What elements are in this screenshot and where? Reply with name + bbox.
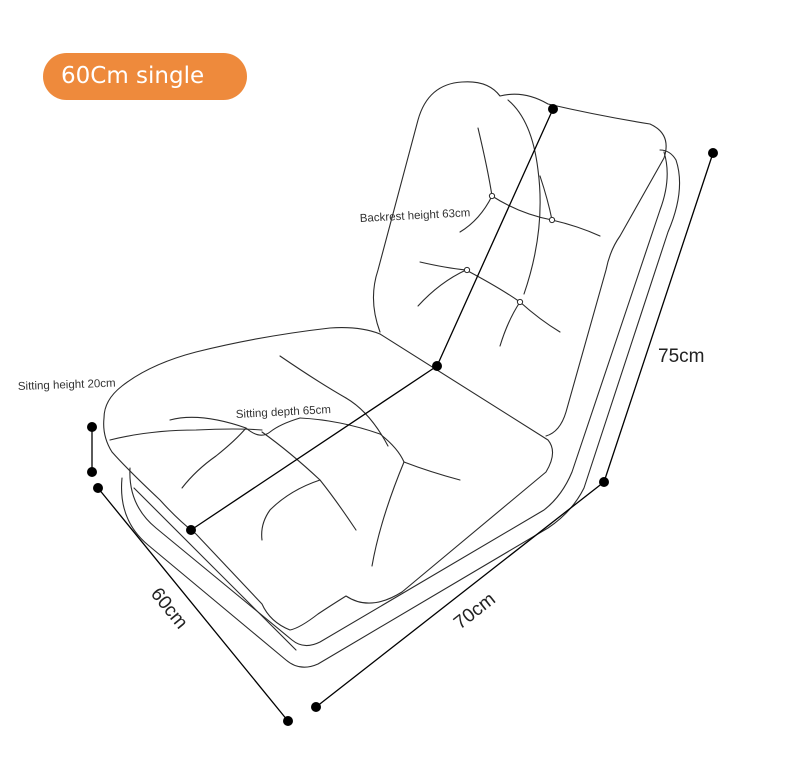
seat-fold-e	[261, 479, 321, 541]
seat-fold-f	[371, 461, 405, 567]
backrest-height-dimension-line	[436, 108, 554, 367]
seat-fold-h	[345, 397, 389, 447]
length-dimension-line	[315, 481, 605, 708]
base-frame-outer	[120, 149, 681, 668]
backrest-fold-d	[539, 175, 601, 237]
backrest-fold-e	[465, 269, 561, 333]
height-label: 75cm	[658, 346, 704, 367]
backrest-fold-b	[417, 261, 467, 307]
seat-fold-c	[299, 417, 405, 463]
sitting-depth-label: Sitting depth 65cm	[236, 404, 332, 421]
tuft-button	[463, 266, 471, 274]
seat-cushion	[103, 327, 554, 631]
seat-fold-g	[279, 355, 347, 399]
base-frame-inner	[133, 487, 297, 651]
backrest-fold-a	[477, 127, 493, 197]
dimension-endpoint	[87, 422, 97, 432]
backrest-height-label: Backrest height 63cm	[360, 207, 471, 225]
dimension-endpoint	[599, 477, 609, 487]
width-label: 60cm	[146, 584, 192, 633]
dimension-endpoint	[283, 716, 293, 726]
dimension-endpoint	[311, 702, 321, 712]
size-badge: 60Cm single	[43, 53, 247, 100]
dimension-endpoint	[548, 104, 558, 114]
dimension-endpoint	[186, 525, 196, 535]
backrest-fold-f	[499, 301, 521, 347]
dimension-endpoint	[708, 148, 718, 158]
dimension-endpoint	[93, 483, 103, 493]
base-frame-middle	[129, 151, 668, 647]
backrest-split	[507, 99, 541, 295]
seat-fold-a	[181, 427, 247, 489]
seat-fold-b	[261, 431, 357, 531]
height-dimension-line	[603, 152, 714, 483]
sitting-depth-dimension-line	[190, 365, 438, 531]
seat-fold-d	[403, 461, 461, 481]
seat-seam-b	[169, 416, 301, 436]
width-dimension-line	[97, 487, 289, 722]
tuft-button	[488, 192, 496, 200]
dimension-endpoint	[432, 361, 442, 371]
tuft-button	[516, 298, 524, 306]
sitting-height-label: Sitting height 20cm	[18, 378, 116, 393]
dimension-endpoint	[87, 467, 97, 477]
seat-seam-a	[109, 428, 263, 441]
length-label: 70cm	[450, 589, 500, 634]
backrest-cushion	[372, 81, 667, 437]
tuft-button	[548, 216, 556, 224]
